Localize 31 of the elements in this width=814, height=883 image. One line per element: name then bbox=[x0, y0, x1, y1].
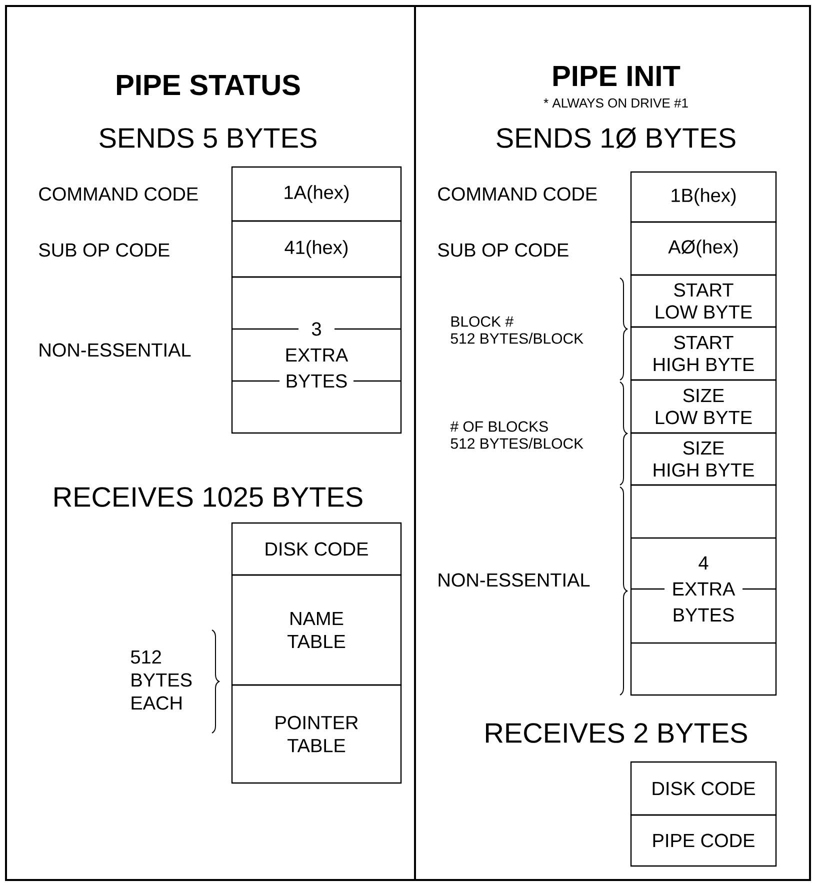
field-label: BLOCK # 512 BYTES/BLOCK bbox=[450, 316, 584, 344]
byte-cell: PIPE CODE bbox=[630, 814, 777, 867]
field-label: COMMAND CODE bbox=[438, 187, 597, 201]
byte-cell: SIZE HIGH BYTE bbox=[630, 432, 777, 486]
byte-cell: DISK CODE bbox=[630, 761, 777, 816]
field-label: NON-ESSENTIAL bbox=[40, 343, 191, 357]
subheading: RECEIVES 2 BYTES bbox=[486, 723, 747, 743]
byte-cell: START HIGH BYTE bbox=[630, 326, 777, 381]
byte-cell: 1B(hex) bbox=[630, 171, 777, 223]
byte-cell: DISK CODE bbox=[231, 522, 402, 576]
byte-cell: 41(hex) bbox=[231, 220, 402, 278]
byte-cell: POINTER TABLE bbox=[231, 684, 402, 784]
byte-cell: 1A(hex) bbox=[231, 166, 402, 222]
field-label: # OF BLOCKS 512 BYTES/BLOCK bbox=[450, 421, 584, 449]
subheading: SENDS 1Ø BYTES bbox=[496, 128, 736, 148]
field-label: NON-ESSENTIAL bbox=[438, 573, 590, 587]
byte-cell: 4 EXTRA BYTES bbox=[630, 484, 777, 696]
heading: PIPE INIT bbox=[554, 66, 680, 86]
footnote: * ALWAYS ON DRIVE #1 bbox=[544, 98, 688, 108]
field-label: COMMAND CODE bbox=[39, 187, 198, 201]
subheading: SENDS 5 BYTES bbox=[100, 128, 316, 148]
byte-cell: SIZE LOW BYTE bbox=[630, 379, 777, 434]
heading: PIPE STATUS bbox=[117, 74, 300, 96]
byte-cell: AØ(hex) bbox=[630, 221, 777, 276]
field-label: SUB OP CODE bbox=[39, 243, 170, 257]
subheading: RECEIVES 1025 BYTES bbox=[54, 487, 362, 507]
field-label: SUB OP CODE bbox=[438, 243, 568, 257]
byte-cell: START LOW BYTE bbox=[630, 274, 777, 328]
field-label: 512 BYTES EACH bbox=[130, 650, 192, 710]
byte-cell: NAME TABLE bbox=[231, 574, 402, 686]
byte-cell: 3 EXTRA BYTES bbox=[231, 276, 402, 434]
